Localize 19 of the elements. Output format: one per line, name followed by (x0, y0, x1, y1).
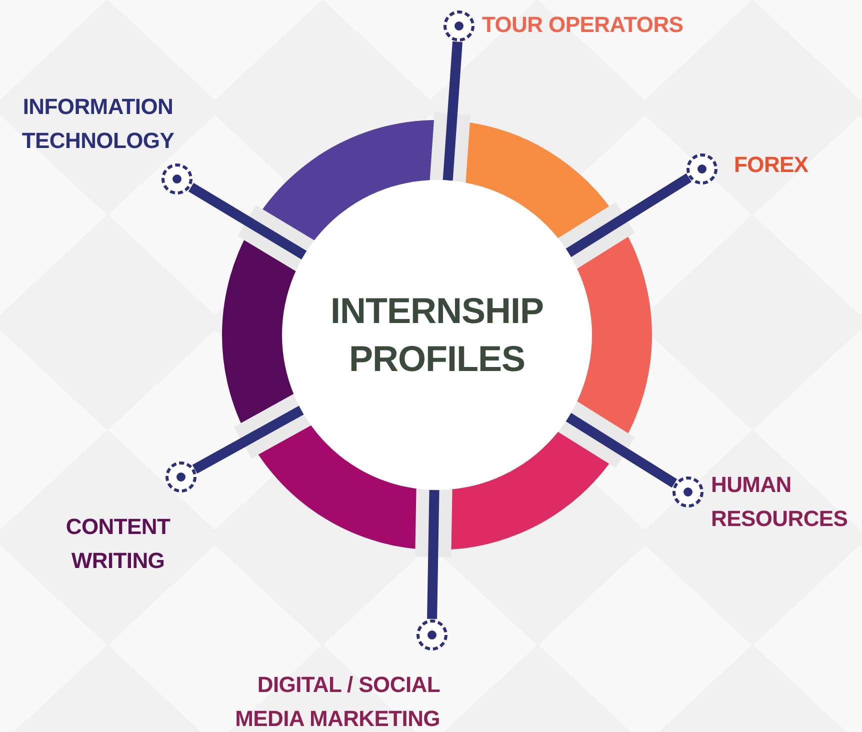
target-icon (161, 162, 194, 195)
spoke-line (442, 41, 462, 181)
profile-label: HUMAN RESOURCES (711, 471, 849, 533)
target-icon (442, 10, 475, 42)
center-title: INTERNSHIP PROFILES (329, 289, 545, 381)
spoke-line (188, 182, 307, 260)
target-icon (686, 153, 718, 186)
target-icon (416, 618, 448, 651)
target-icon (672, 476, 704, 508)
profile-label: CONTENT WRITING (64, 513, 172, 575)
spoke-line (566, 173, 692, 258)
spoke-line (566, 412, 678, 488)
spoke-line (427, 490, 440, 620)
profile-label: DIGITAL / SOCIAL MEDIA MARKETING (234, 671, 440, 732)
profile-label: TOUR OPERATORS (482, 11, 684, 39)
profile-label: INFORMATION TECHNOLOGY (20, 93, 176, 155)
profile-label: FOREX (734, 151, 810, 179)
target-icon (164, 461, 197, 494)
spoke-line (192, 406, 304, 474)
